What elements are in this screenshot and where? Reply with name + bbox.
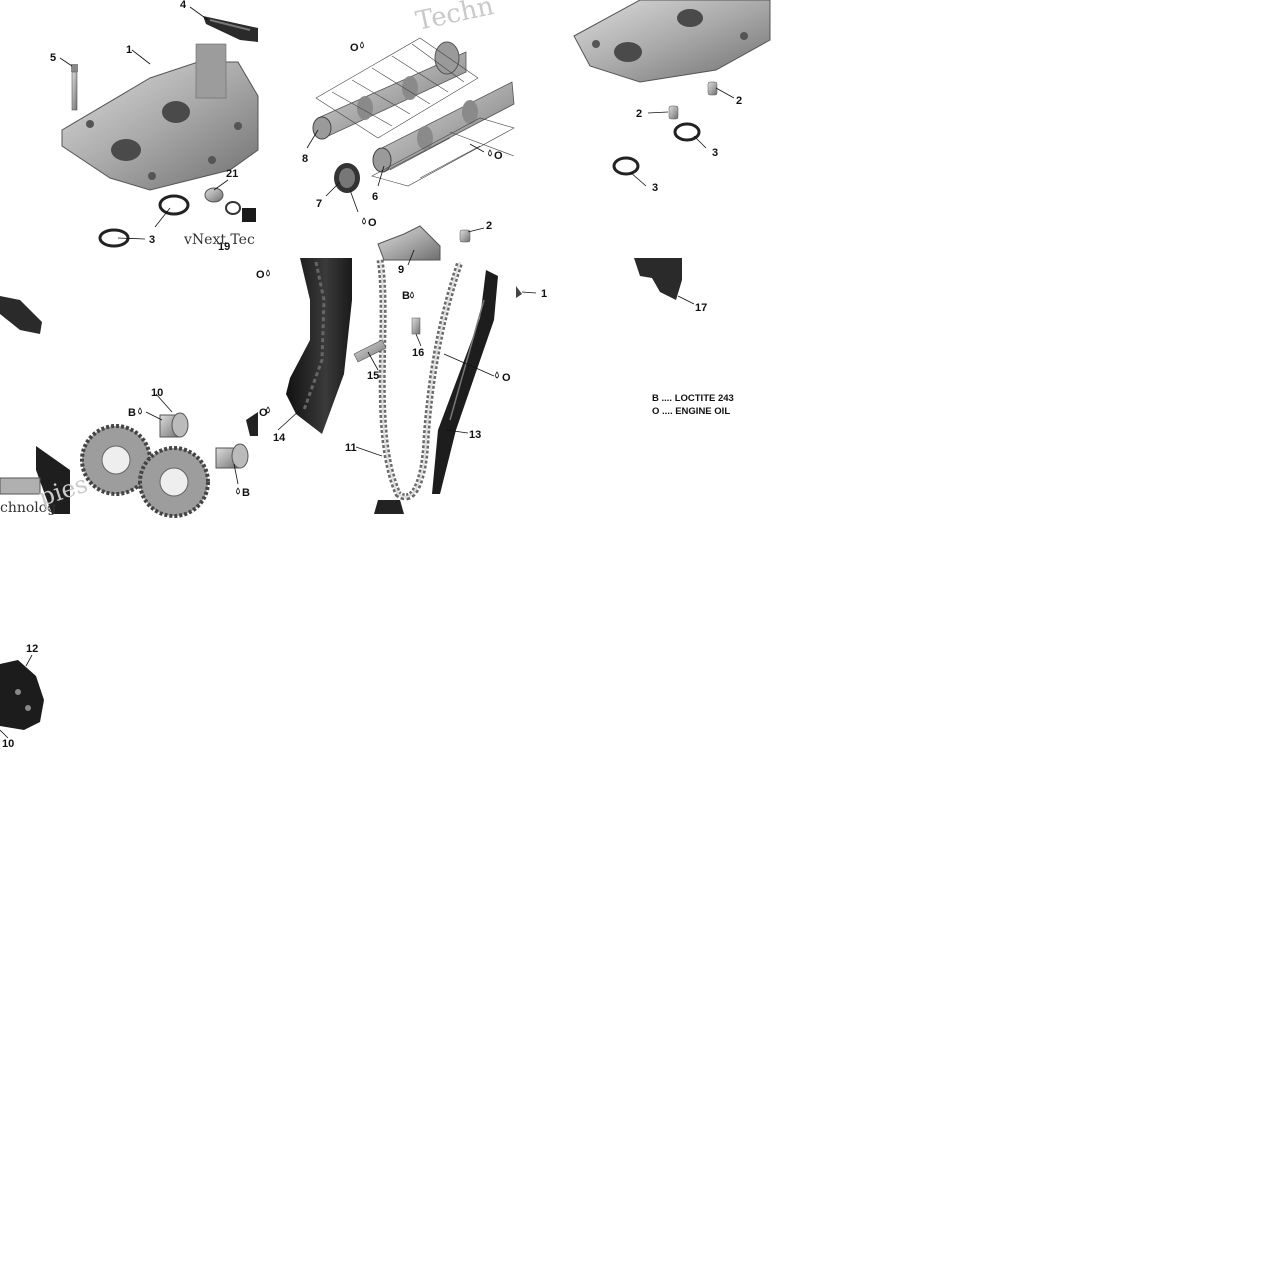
callout-3-right-b: 3	[652, 182, 658, 194]
callout-8: 8	[302, 153, 308, 165]
guide-fragment-left-part	[36, 446, 70, 514]
grid-lines	[315, 37, 515, 187]
callout-13: 13	[469, 429, 481, 441]
callout-7: 7	[316, 198, 322, 210]
edge-fragment-part	[246, 412, 258, 436]
oring-3-part	[98, 194, 190, 248]
guide-pin-15-part	[353, 339, 387, 363]
watermark-2: vNext Tec	[183, 232, 255, 248]
callout-oil-1: O	[350, 42, 359, 54]
timing-guide-top-part	[203, 16, 258, 42]
callout-14: 14	[273, 432, 286, 444]
callout-loctite-1: B	[402, 290, 410, 302]
sprocket-right-part	[138, 446, 210, 518]
callout-16: 16	[412, 347, 424, 359]
callout-2-right-b: 2	[736, 95, 742, 107]
housing-dowels-group	[573, 0, 771, 176]
callout-19: 19	[218, 241, 230, 253]
chain-bottom-part	[374, 500, 404, 514]
dowel-2-part	[668, 81, 718, 120]
callout-10-lower: 10	[2, 738, 14, 750]
callout-9: 9	[398, 264, 404, 276]
oring-3-right-part	[612, 122, 701, 176]
legend: B .... LOCTITE 243 O .... ENGINE OIL	[652, 392, 734, 418]
callout-21: 21	[226, 168, 238, 180]
callout-3: 3	[149, 234, 155, 246]
screw-16-part	[411, 317, 421, 335]
callout-oil-5: O	[502, 372, 511, 384]
camshaft-housing-right-part	[573, 0, 771, 83]
callout-loctite-2: B	[128, 407, 136, 419]
sleeve-7-part	[334, 163, 360, 193]
housing-bolt-part	[71, 64, 78, 111]
sprocket-left-part	[80, 424, 152, 496]
callout-oil-3: O	[494, 150, 503, 162]
plug-21-part	[204, 187, 256, 222]
sprockets-group	[0, 296, 258, 518]
shaft-fragment-part	[0, 477, 41, 495]
callout-oil-2: O	[368, 217, 377, 229]
callout-15: 15	[367, 370, 379, 382]
callout-3-right-a: 3	[712, 147, 718, 159]
callout-1-chain: 1	[541, 288, 547, 300]
camshafts-group	[312, 37, 515, 193]
screw-1-part	[516, 286, 522, 298]
legend-loctite: B .... LOCTITE 243	[652, 393, 734, 404]
callout-2-right-a: 2	[636, 108, 642, 120]
callout-4: 4	[180, 0, 187, 11]
watermark-1: Techn	[413, 0, 497, 37]
part-12-group	[0, 660, 44, 730]
callout-17: 17	[695, 302, 707, 314]
camshaft-housing-group	[61, 16, 259, 248]
callout-5: 5	[50, 52, 56, 64]
timing-chain-group	[286, 225, 522, 514]
leader-lines	[0, 6, 735, 739]
bracket-9-part	[377, 225, 471, 261]
camshaft-housing-part	[61, 43, 259, 191]
timing-chain-11-part	[376, 259, 464, 501]
chain-guide-13-part	[432, 270, 498, 494]
part-17-group	[634, 258, 682, 300]
callout-6: 6	[372, 191, 378, 203]
callout-11: 11	[345, 442, 357, 454]
callout-10: 10	[151, 387, 163, 399]
drop-symbols	[138, 41, 499, 495]
callout-12: 12	[26, 643, 38, 655]
legend-engine-oil: O .... ENGINE OIL	[652, 406, 731, 417]
guide-fragment-part	[0, 296, 42, 334]
callout-labels: 4 1 5 21 3 19 O 8 6 7 O O 2 2 3 3 2 9 O …	[2, 0, 742, 750]
callout-loctite-3: B	[242, 487, 250, 499]
camshaft-6-part	[372, 81, 515, 173]
callout-2: 2	[486, 220, 492, 232]
tensioner-guide-14-part	[286, 258, 352, 434]
callout-oil-6: O	[259, 407, 268, 419]
watermark-3: chnolog	[0, 500, 56, 516]
callout-oil-4: O	[256, 269, 265, 281]
sprocket-bolt-10-part	[159, 412, 249, 469]
callout-1: 1	[126, 44, 132, 56]
